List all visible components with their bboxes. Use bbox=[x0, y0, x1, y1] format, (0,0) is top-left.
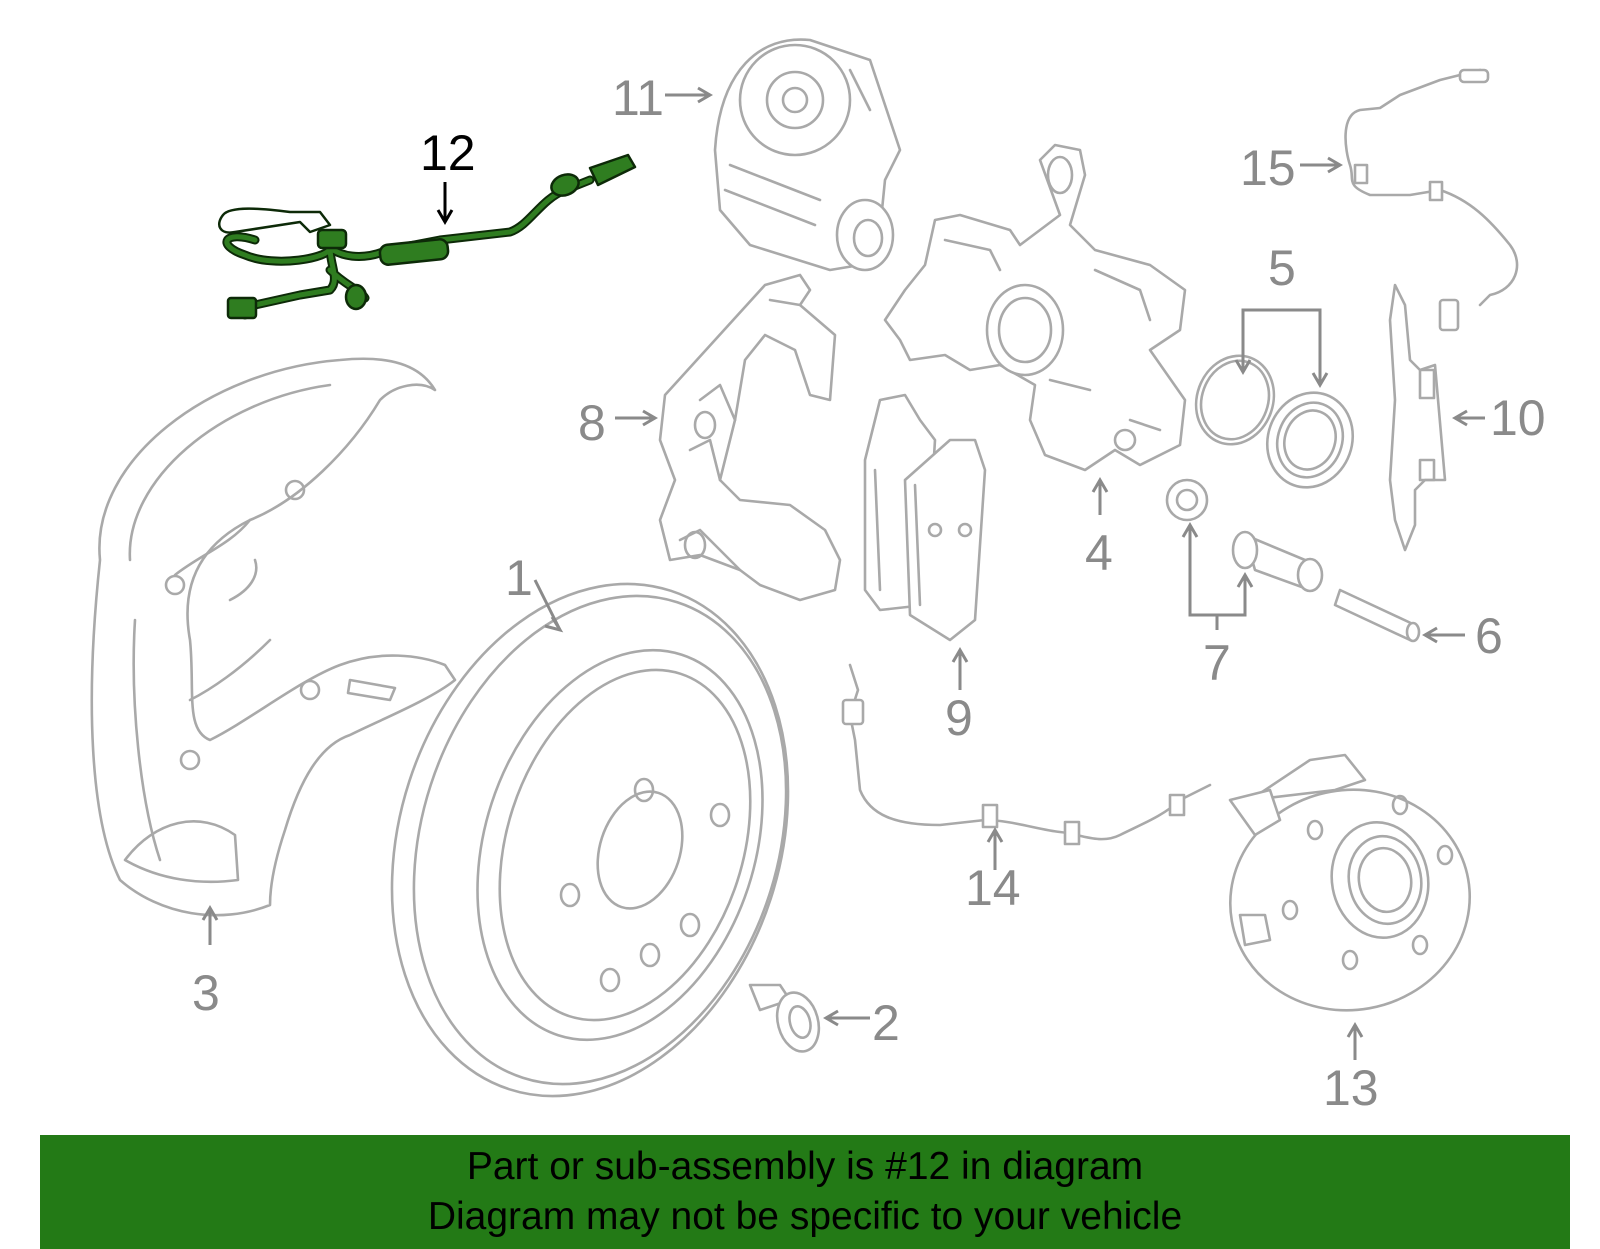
part-9-brake-pads[interactable] bbox=[863, 393, 987, 642]
callout-labels: 1 2 3 4 5 6 7 8 9 10 11 12 13 14 15 bbox=[192, 70, 1546, 1116]
callout-10: 10 bbox=[1490, 390, 1546, 446]
callout-15: 15 bbox=[1240, 140, 1296, 196]
part-1-brake-rotor[interactable] bbox=[328, 532, 851, 1130]
callout-7: 7 bbox=[1203, 635, 1231, 691]
part-11-parking-brake-motor[interactable] bbox=[713, 38, 902, 272]
callout-9: 9 bbox=[945, 690, 973, 746]
part-6-guide-pin[interactable] bbox=[1333, 588, 1421, 643]
part-10-spring-clip[interactable] bbox=[1388, 283, 1447, 552]
leader-lines bbox=[201, 86, 1485, 1060]
part-4-caliper[interactable] bbox=[883, 143, 1187, 472]
callout-8: 8 bbox=[578, 395, 606, 451]
part-8-carrier-bracket[interactable] bbox=[658, 273, 842, 602]
callout-1: 1 bbox=[505, 550, 533, 606]
callout-5: 5 bbox=[1268, 240, 1296, 296]
callout-11: 11 bbox=[612, 70, 664, 126]
part-5-seals[interactable] bbox=[1184, 345, 1366, 500]
part-12-brake-wear-sensor[interactable] bbox=[218, 153, 637, 320]
part-2-bolt[interactable] bbox=[748, 983, 825, 1056]
banner-line-2: Diagram may not be specific to your vehi… bbox=[427, 1195, 1183, 1238]
callout-3: 3 bbox=[192, 965, 220, 1021]
part-13-wheel-hub[interactable] bbox=[1213, 753, 1488, 1029]
banner-line-1: Part or sub-assembly is #12 in diagram bbox=[466, 1145, 1144, 1188]
part-15-wear-sensor[interactable] bbox=[1344, 68, 1519, 332]
callout-6: 6 bbox=[1475, 608, 1503, 664]
part-7-guide-bushings[interactable] bbox=[1165, 478, 1324, 593]
callout-2: 2 bbox=[872, 995, 900, 1051]
callout-12: 12 bbox=[420, 125, 476, 181]
part-14-sensor[interactable] bbox=[841, 663, 1212, 846]
parts-diagram: 1 2 3 4 5 6 7 8 9 10 11 12 13 14 15 bbox=[90, 38, 1546, 1130]
part-3-dust-shield[interactable] bbox=[90, 357, 457, 917]
callout-14: 14 bbox=[965, 860, 1021, 916]
callout-4: 4 bbox=[1085, 525, 1113, 581]
callout-13: 13 bbox=[1323, 1060, 1379, 1116]
info-banner: Part or sub-assembly is #12 in diagram D… bbox=[40, 1135, 1570, 1249]
